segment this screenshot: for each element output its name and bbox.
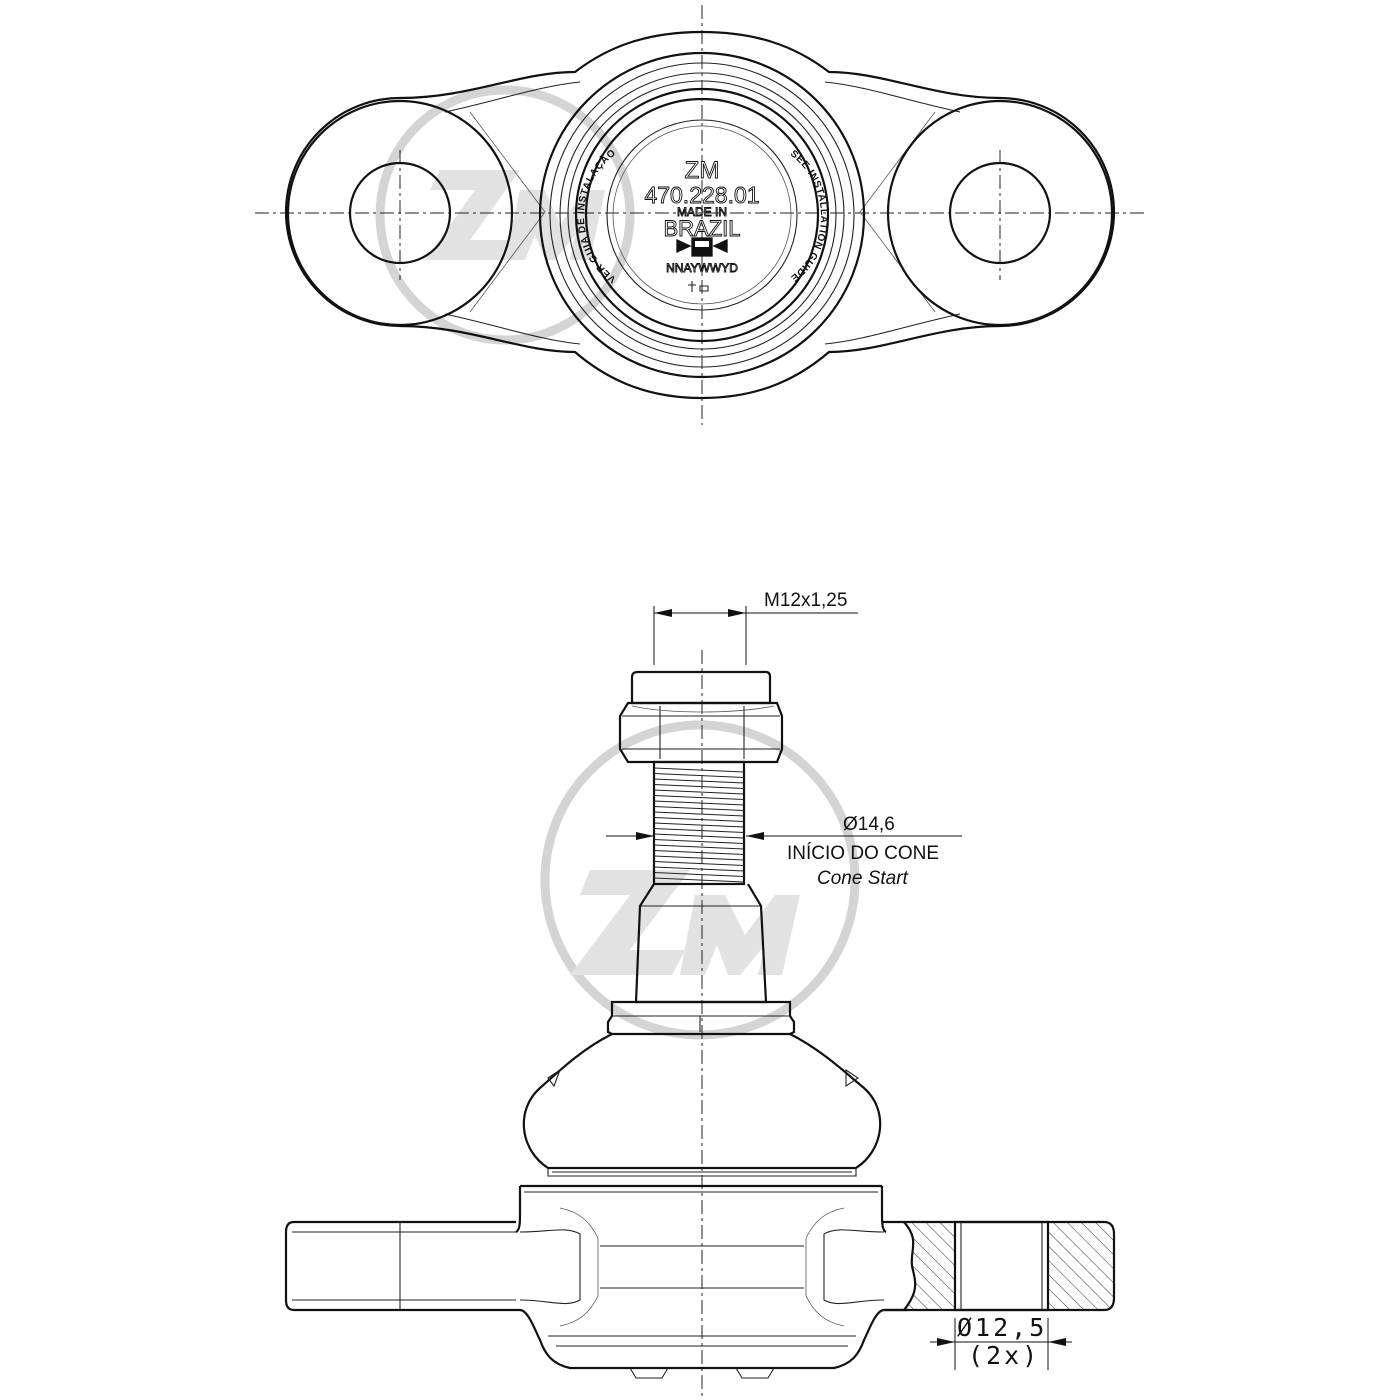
housing-body [515, 1186, 887, 1233]
cone-dimension: Ø14,6 INÍCIO DO CONE Cone Start [606, 814, 962, 889]
threaded-stud [652, 760, 746, 886]
right-mounting-hole [948, 161, 1052, 265]
thread-dimension-label: M12x1,25 [764, 590, 847, 611]
cone-start-label-en: Cone Start [817, 868, 909, 889]
stamp-made-in: MADE IN [677, 205, 727, 219]
car-icon [676, 237, 728, 257]
nut-cap [630, 670, 772, 705]
stamp-date-code: NNAYWWYD [666, 261, 738, 275]
side-view [284, 650, 1116, 1400]
stamp-right-arc: SEE INSTALLATION GUIDE [788, 148, 829, 283]
flange-section [882, 1220, 1116, 1312]
rubber-boot [522, 1033, 882, 1170]
cone-start-label-pt: INÍCIO DO CONE [787, 843, 939, 864]
left-eye-boss [286, 99, 514, 327]
top-view: VER GUIA DE INSTALAÇÃO SEE INSTALLATION … [255, 5, 1145, 425]
hole-count-label: (2x) [968, 1341, 1040, 1370]
cone-diameter-label: Ø14,6 [843, 814, 895, 835]
stamp-face [606, 119, 798, 311]
stamp-part-number: 470.228.01 [644, 182, 759, 208]
watermark-top [375, 85, 635, 345]
thread-dimension: M12x1,25 [653, 590, 858, 665]
right-mounting-hole-section [953, 1220, 1050, 1312]
left-mounting-hole [348, 161, 452, 265]
castle-nut [618, 701, 784, 764]
hole-dimension: Ø12,5 (2x) [930, 1313, 1072, 1370]
hole-diameter-label: Ø12,5 [957, 1313, 1047, 1342]
housing-cap [584, 97, 820, 333]
stamp-brand: ZM [685, 157, 720, 184]
stamp-country: BRAZIL [663, 216, 740, 241]
right-eye-boss [886, 99, 1114, 327]
flange-arm [284, 1220, 908, 1370]
housing-outer-ring [538, 51, 866, 379]
